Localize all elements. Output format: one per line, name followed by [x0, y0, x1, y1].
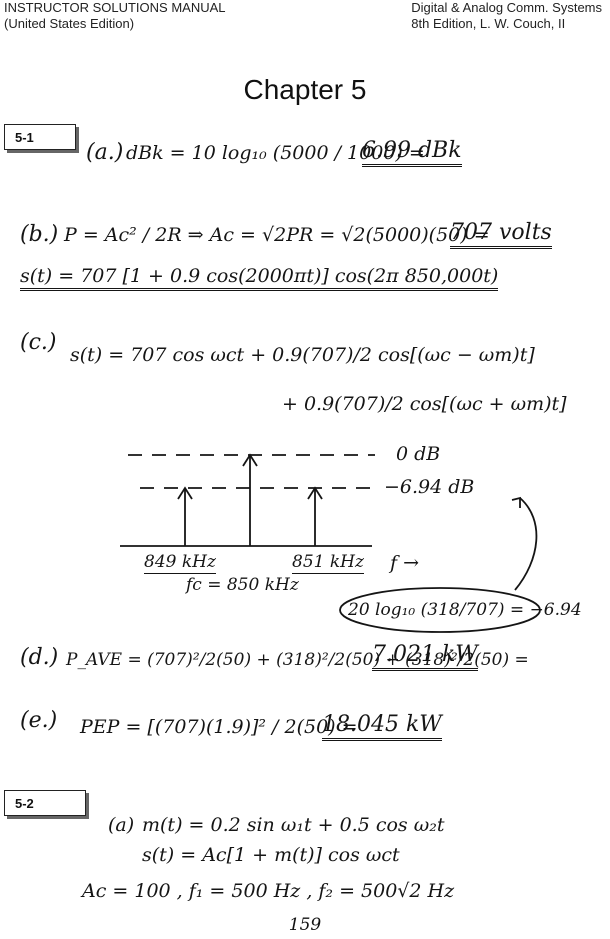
part-b-tag: (b.) — [20, 222, 59, 247]
circled-db-calculation: 20 log₁₀ (318/707) = −6.94 — [348, 600, 582, 620]
part-c-line1: s(t) = 707 cos ωct + 0.9(707)/2 cos[(ωc … — [70, 344, 535, 366]
annotation-curve — [514, 497, 538, 591]
part-b-signal-equation: s(t) = 707 [1 + 0.9 cos(2000πt)] cos(2π … — [20, 265, 499, 291]
header-left: INSTRUCTOR SOLUTIONS MANUAL (United Stat… — [4, 0, 226, 32]
page-number: 159 — [288, 915, 322, 935]
p2-parameters: Ac = 100 , f₁ = 500 Hz , f₂ = 500√2 Hz — [82, 880, 455, 902]
part-e-tag: (e.) — [20, 708, 58, 733]
header-right: Digital & Analog Comm. Systems 8th Editi… — [411, 0, 602, 32]
problem-label-5-1: 5-1 — [4, 124, 76, 150]
part-c-line2: + 0.9(707)/2 cos[(ωc + ωm)t] — [282, 393, 567, 415]
header-edition-region: (United States Edition) — [4, 16, 135, 31]
chapter-title: Chapter 5 — [243, 74, 367, 105]
p2-part-a-tag: (a) — [108, 814, 135, 836]
part-d-result: 7.021 kW — [372, 642, 478, 671]
tick-849khz: 849 kHz — [144, 552, 216, 574]
label-0db: 0 dB — [396, 443, 441, 465]
header-manual-title: INSTRUCTOR SOLUTIONS MANUAL — [4, 0, 226, 15]
part-b-result: 707 volts — [450, 220, 552, 249]
part-a-tag: (a.) — [86, 140, 124, 165]
part-a-equation: dBk = 10 log₁₀ (5000 / 1000) = — [126, 142, 425, 164]
part-e-result: 18.045 kW — [322, 712, 442, 741]
label-sideband-db: −6.94 dB — [384, 476, 475, 498]
problem-label-5-2: 5-2 — [4, 790, 86, 816]
part-d-tag: (d.) — [20, 645, 59, 670]
part-a-result: 6.99 dBk — [362, 138, 462, 167]
circled-note-outline — [339, 587, 541, 633]
axis-label-f: f → — [390, 552, 419, 574]
part-b-equation: P = Ac² / 2R ⇒ Ac = √2PR = √2(5000)(50) … — [64, 224, 490, 246]
p2-message-equation: m(t) = 0.2 sin ω₁t + 0.5 cos ω₂t — [142, 814, 445, 836]
part-d-equation: P_AVE = (707)²/2(50) + (318)²/2(50) + (3… — [66, 650, 529, 670]
part-e-equation: PEP = [(707)(1.9)]² / 2(50) = — [80, 716, 358, 738]
header-book-edition: 8th Edition, L. W. Couch, II — [411, 16, 566, 31]
header-book-title: Digital & Analog Comm. Systems — [411, 0, 602, 15]
p2-signal-equation: s(t) = Ac[1 + m(t)] cos ωct — [142, 844, 400, 866]
tick-851khz: 851 kHz — [292, 552, 364, 574]
carrier-frequency-label: fc = 850 kHz — [186, 575, 299, 595]
part-c-tag: (c.) — [20, 330, 57, 355]
